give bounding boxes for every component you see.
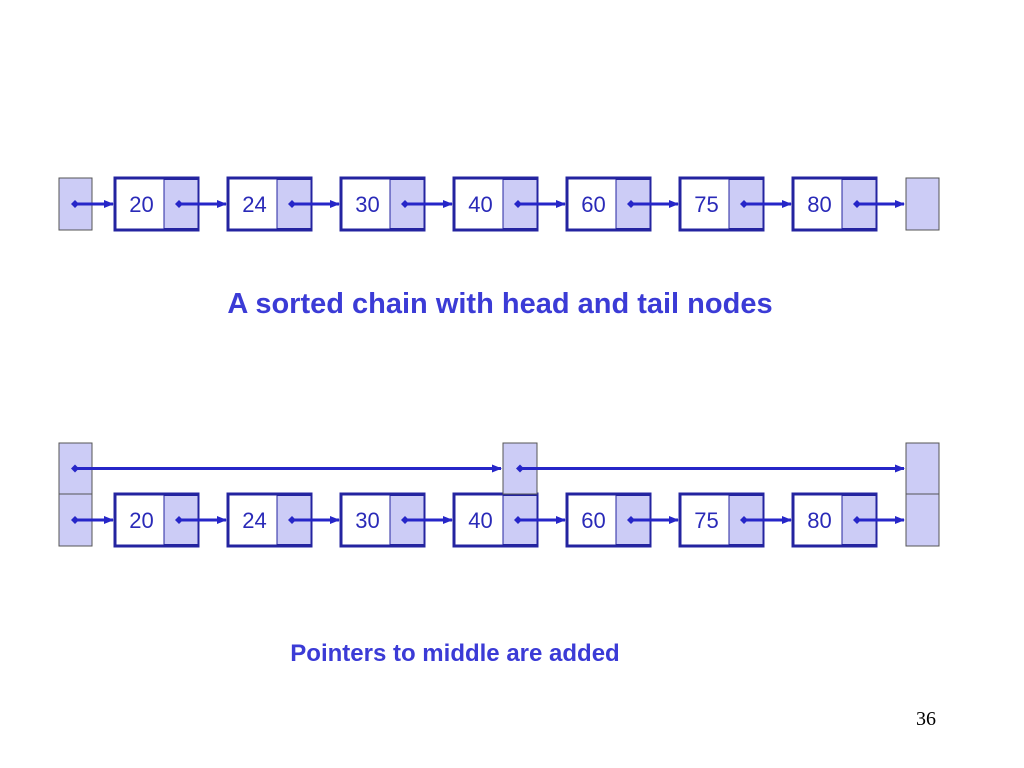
pointer-origin-dot (71, 200, 79, 208)
node-value-text: 40 (468, 508, 492, 533)
chain-with-middle-pointers: 20 24 30 40 60 75 80 (58, 442, 940, 548)
tail-node (905, 177, 940, 231)
pointer-origin-dot (175, 516, 183, 524)
pointer-origin-dot (853, 516, 861, 524)
pointer-origin-dot (516, 464, 524, 473)
node-value-text: 80 (807, 508, 831, 533)
pointer-origin-dot (71, 516, 79, 524)
pointer-origin-dot (514, 516, 522, 524)
sorted-chain-with-head-tail: 20 24 30 40 60 75 80 (58, 176, 940, 232)
chain-node-75: 75 (678, 492, 765, 548)
pointer-origin-dot (401, 200, 409, 208)
page-number: 36 (916, 708, 936, 730)
node-value-text: 24 (242, 192, 266, 217)
chain-node-30: 30 (339, 176, 426, 232)
tail-middle-pointer-cell (905, 442, 940, 495)
node-value-text: 30 (355, 192, 379, 217)
caption-middle-pointers: Pointers to middle are added (290, 640, 620, 667)
pointer-origin-dot (740, 200, 748, 208)
node-value-text: 40 (468, 192, 492, 217)
node-value-text: 75 (694, 192, 718, 217)
node-value-text: 24 (242, 508, 266, 533)
pointer-origin-dot (740, 516, 748, 524)
node-value-text: 20 (129, 508, 153, 533)
pointer-origin-dot (627, 516, 635, 524)
chain-node-24: 24 (226, 176, 313, 232)
caption-sorted-chain: A sorted chain with head and tail nodes (227, 288, 773, 320)
tail-node (905, 493, 940, 547)
pointer-origin-dot (401, 516, 409, 524)
pointer-origin-dot (288, 200, 296, 208)
pointer-origin-dot (288, 516, 296, 524)
node-value-text: 80 (807, 192, 831, 217)
node-value-text: 75 (694, 508, 718, 533)
chain-node-80: 80 (791, 492, 878, 548)
node-value-text: 60 (581, 192, 605, 217)
node-value-text: 30 (355, 508, 379, 533)
pointer-origin-dot (514, 200, 522, 208)
pointer-origin-dot (71, 464, 79, 473)
chain-node-60: 60 (565, 492, 652, 548)
pointer-origin-dot (853, 200, 861, 208)
node-value-text: 20 (129, 192, 153, 217)
pointer-origin-dot (627, 200, 635, 208)
pointer-origin-dot (175, 200, 183, 208)
node-value-text: 60 (581, 508, 605, 533)
